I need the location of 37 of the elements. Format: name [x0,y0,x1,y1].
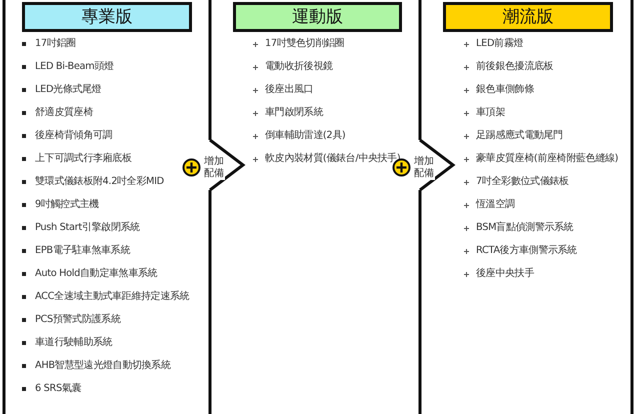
list-item: 舒適皮質座椅 [22,106,93,119]
list-item: 7吋全彩數位式儀錶板 [464,175,569,188]
list-item: EPB電子駐車煞車系統 [22,244,130,257]
list-item: 倒車輔助雷達(2具) [253,129,346,142]
edge-label: 增加配備 [204,156,225,180]
list-item: AHB智慧型遠光燈自動切換系統 [22,359,171,372]
list-item: 車頂架 [464,106,505,119]
list-item: 17吋雙色切削鋁圈 [253,37,344,50]
header-box: 運動版 [233,2,402,32]
list-item: 17吋鋁圈 [22,37,76,50]
list-item: 恆溫空調 [464,198,515,211]
list-item: 電動收折後視鏡 [253,60,333,73]
edge-label: 增加配備 [414,156,435,180]
list-item: 雙環式儀錶板附4.2吋全彩MID [22,175,164,188]
list-item: 車道行駛輔助系統 [22,336,112,349]
list-item: 後座出風口 [253,83,314,96]
list-item: 足踢感應式電動尾門 [464,129,563,142]
list-item: 前後銀色擾流底板 [464,60,554,73]
list-item: PCS預警式防護系統 [22,313,120,326]
list-item: BSM盲點偵測警示系統 [464,221,574,234]
list-item: LED前霧燈 [464,37,524,50]
list-item: Push Start引擎啟閉系統 [22,221,140,234]
list-item: ACC全速域主動式車距維持定速系統 [22,290,190,303]
list-item: 車門啟閉系統 [253,106,323,119]
list-item: Auto Hold自動定車煞車系統 [22,267,158,280]
list-item: RCTA後方車側警示系統 [464,244,577,257]
list-item: 銀色車側飾條 [464,83,534,96]
list-item: 後座椅背傾角可調 [22,129,112,142]
header-box: 專業版 [22,2,192,32]
header-box: 潮流版 [443,2,613,32]
list-item: 6 SRS氣囊 [22,382,82,395]
list-item: LED光條式尾燈 [22,83,102,96]
list-item: 後座中央扶手 [464,267,534,280]
list-item: 9吋觸控式主機 [22,198,99,211]
list-item: 上下可調式行李廂底板 [22,152,132,165]
list-item: LED Bi-Beam頭燈 [22,60,114,73]
list-item: 豪華皮質座椅(前座椅附藍色縫線) [464,152,618,165]
